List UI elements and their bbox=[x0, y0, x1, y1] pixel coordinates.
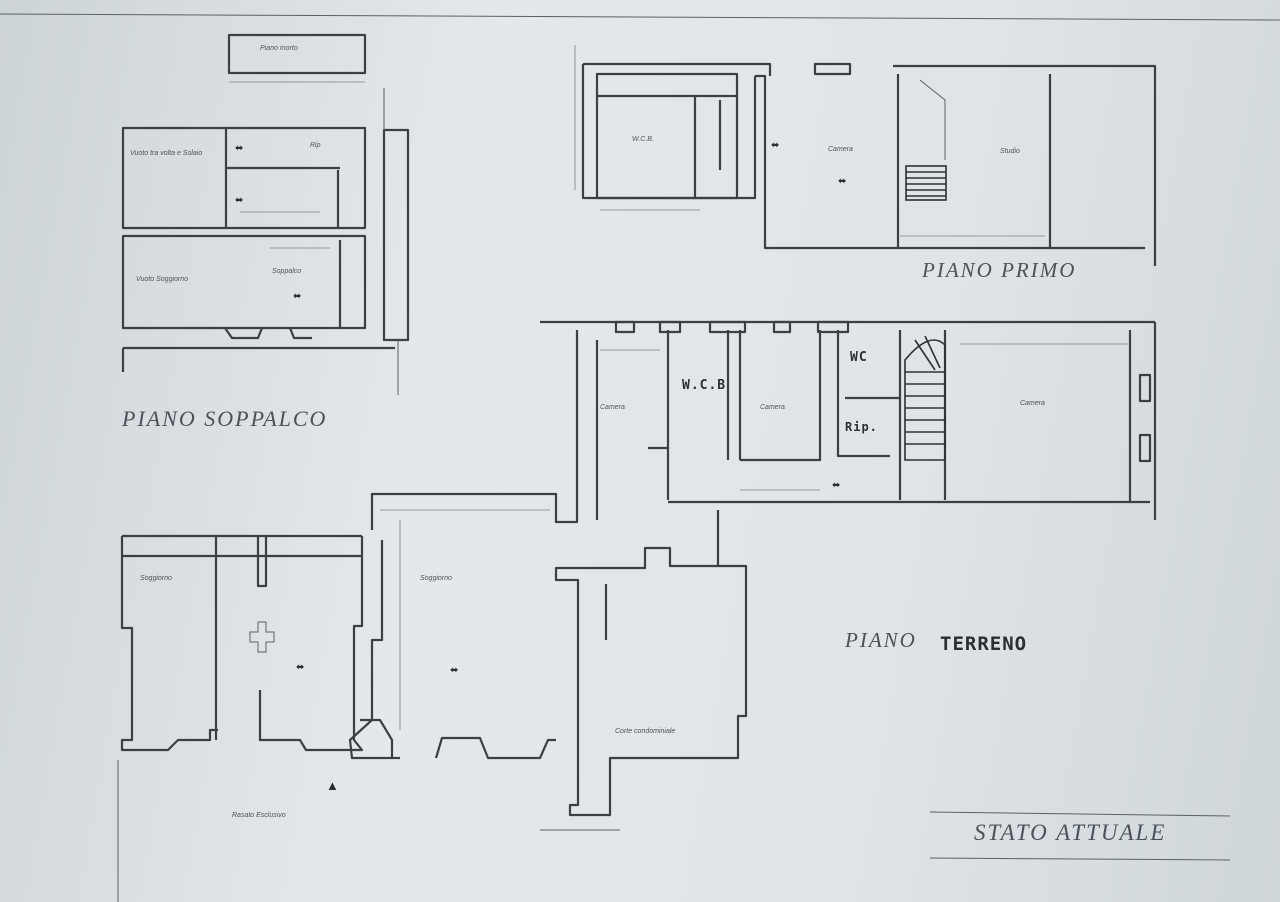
room-label-wc-primo: W.C.B. bbox=[632, 136, 654, 143]
room-label-camera-1: Camera bbox=[600, 404, 625, 411]
plan-piano-primo bbox=[574, 45, 1157, 266]
elevation-marker-icon: ⬌ bbox=[235, 143, 244, 154]
handwritten-wc-terreno: W.C.B bbox=[682, 378, 727, 393]
room-label-piano-morto: Piano morto bbox=[260, 45, 298, 52]
room-label-rasato-esclusivo: Rasato Esclusivo bbox=[232, 812, 286, 819]
room-label-camera-3: Camera bbox=[1020, 400, 1045, 407]
room-label-soggiorno-1: Soggiorno bbox=[140, 575, 172, 582]
room-label-rip-soppalco: Rip bbox=[310, 142, 321, 149]
elevation-marker-icon: ⬌ bbox=[235, 195, 244, 206]
plan-piano-soppalco bbox=[121, 33, 410, 395]
room-label-camera-primo: Camera bbox=[828, 146, 853, 153]
title-piano-primo: PIANO PRIMO bbox=[922, 258, 1077, 282]
room-label-corte-condominiale: Corte condominiale bbox=[615, 728, 676, 735]
room-label-soggiorno-2: Soggiorno bbox=[420, 575, 452, 582]
title-piano-terreno-handwritten: TERRENO bbox=[940, 633, 1028, 655]
handwritten-rip: Rip. bbox=[845, 420, 878, 434]
room-label-vuoto: Vuoto tra volta e Solaio bbox=[130, 150, 203, 157]
room-label-vuoto-soggiorno: Vuoto Soggiorno bbox=[136, 276, 189, 283]
room-label-studio: Studio bbox=[1000, 148, 1020, 155]
elevation-marker-icon: ⬌ bbox=[838, 176, 847, 187]
elevation-marker-icon: ⬌ bbox=[296, 662, 305, 673]
room-label-soppalco: Soppalco bbox=[272, 268, 302, 275]
stato-attuale-title: STATO ATTUALE bbox=[974, 820, 1167, 845]
room-label-camera-2: Camera bbox=[760, 404, 785, 411]
entrance-arrow-icon: ▲ bbox=[326, 778, 339, 793]
elevation-marker-icon: ⬌ bbox=[771, 140, 780, 151]
elevation-marker-icon: ⬌ bbox=[293, 291, 302, 302]
title-piano-soppalco: PIANO SOPPALCO bbox=[122, 406, 328, 431]
elevation-marker-icon: ⬌ bbox=[832, 480, 841, 491]
handwritten-wc-2: WC bbox=[850, 350, 868, 365]
title-piano-terreno: PIANO bbox=[845, 628, 917, 652]
plan-piano-terreno bbox=[117, 320, 1231, 902]
elevation-marker-icon: ⬌ bbox=[450, 665, 459, 676]
